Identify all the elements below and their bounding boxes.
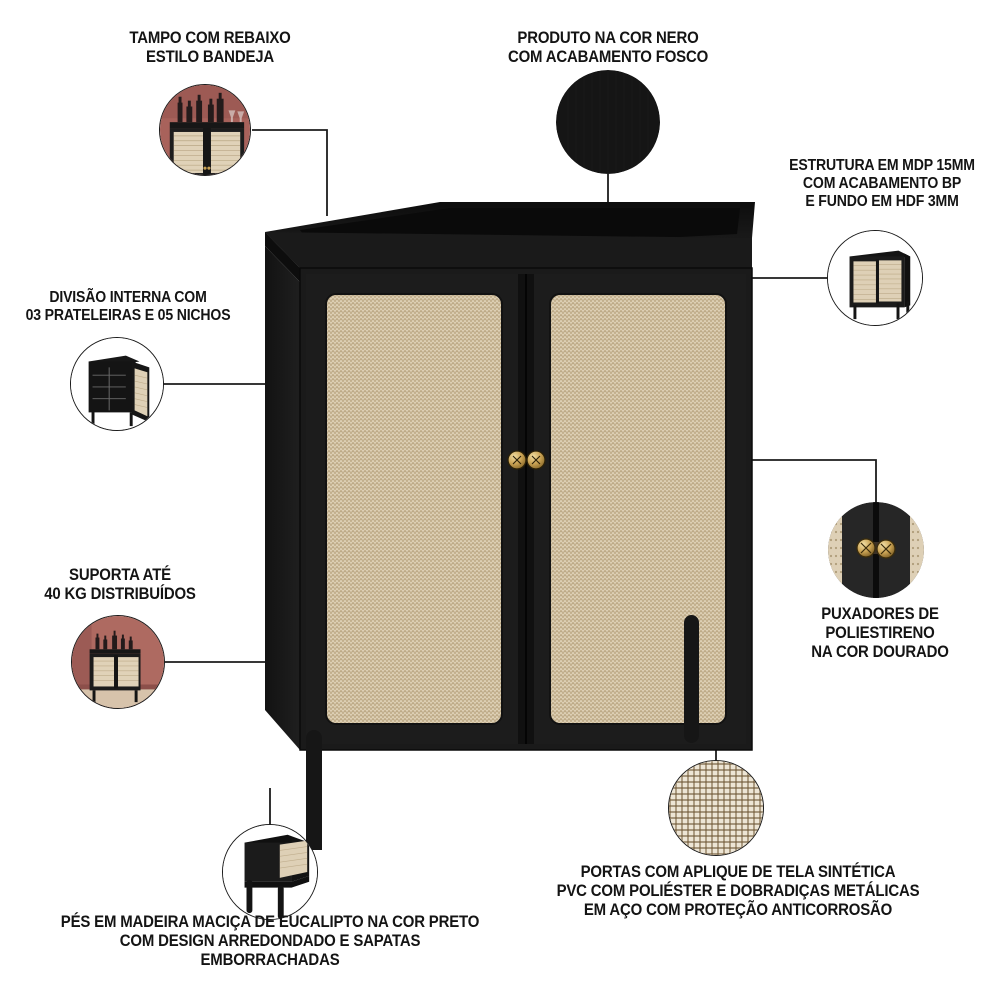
callout-label-cor-nero: PRODUTO NA COR NERO COM ACABAMENTO FOSCO [507,28,709,67]
bubble-divisao-art [71,338,163,430]
product-door-left[interactable] [306,274,522,744]
callout-label-divisao: DIVISÃO INTERNA COM 03 PRATELEIRAS E 05 … [25,289,231,324]
bubble-puxadores-art [828,502,924,598]
bubble-cor-nero-art [556,70,660,174]
callout-label-estrutura: ESTRUTURA EM MDP 15MM COM ACABAMENTO BP … [789,157,975,210]
product-front-legs [306,615,699,850]
bubble-estrutura [827,230,923,326]
product-top-tray [265,202,755,282]
callout-label-suporta: SUPORTA ATÉ 40 KG DISTRIBUÍDOS [44,565,196,604]
bubble-portas-art [669,761,763,855]
product-side-panel [265,246,300,750]
callout-label-portas: PORTAS COM APLIQUE DE TELA SINTÉTICA PVC… [556,862,920,920]
product-door-right[interactable] [530,274,746,744]
product-handles[interactable] [507,450,546,470]
bubble-suporta-art [72,616,164,708]
bubble-estrutura-art [828,231,922,325]
bubble-pes-art [223,825,317,919]
callout-label-pes: PÉS EM MADEIRA MACIÇA DE EUCALIPTO NA CO… [60,912,480,970]
bubble-suporta [71,615,165,709]
callout-label-puxadores: PUXADORES DE POLIESTIRENO NA COR DOURADO [811,604,949,662]
bubble-puxadores [828,502,924,598]
bubble-tampo [159,84,251,176]
bubble-tampo-art [160,85,250,175]
bubble-portas [668,760,764,856]
bubble-cor-nero [556,70,660,174]
product-illustration [265,202,755,850]
bubble-pes [222,824,318,920]
callout-label-tampo: TAMPO COM REBAIXO ESTILO BANDEJA [129,28,291,67]
bubble-divisao [70,337,164,431]
